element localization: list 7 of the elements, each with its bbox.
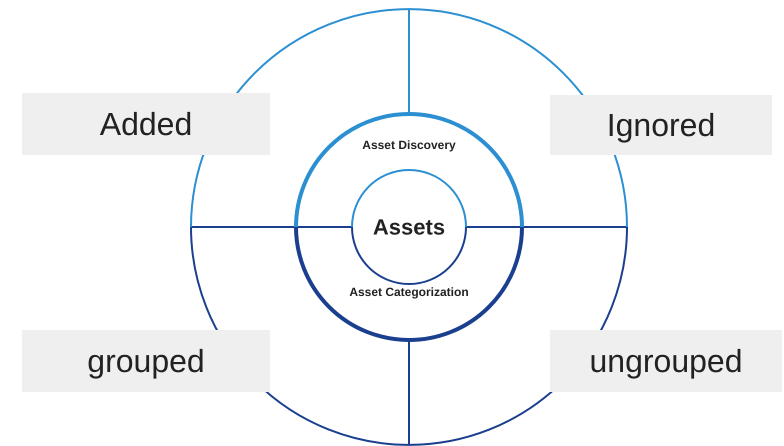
- ring-label: Asset Categorization: [348, 284, 470, 300]
- label-box: Added: [22, 93, 270, 155]
- center-label: Assets: [372, 214, 446, 242]
- label-box: grouped: [22, 330, 270, 392]
- ring-label: Asset Discovery: [361, 137, 457, 153]
- label-box: Ignored: [550, 95, 772, 155]
- label-box: ungrouped: [550, 330, 782, 392]
